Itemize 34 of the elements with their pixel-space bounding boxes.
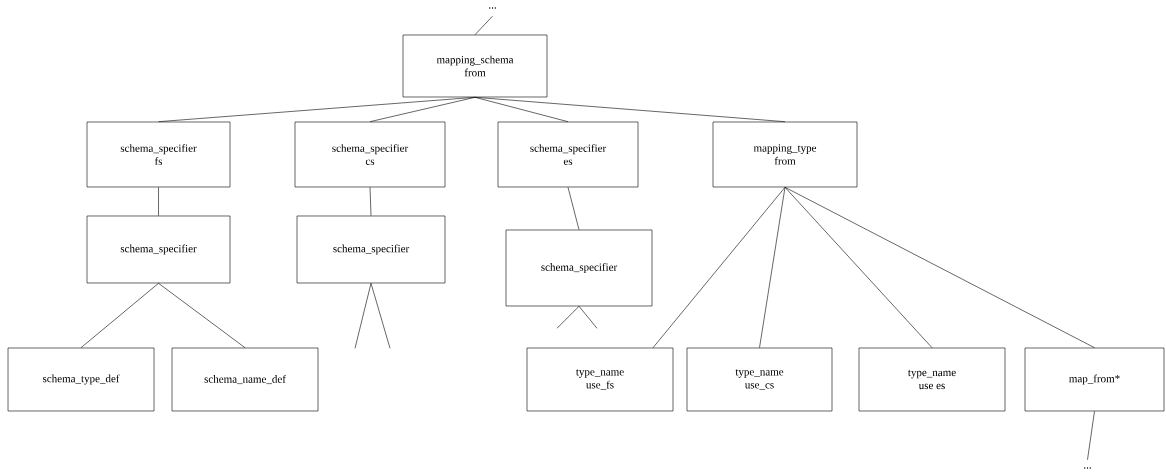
connector-line — [567, 187, 580, 230]
connector-line — [474, 97, 786, 122]
tree-node-box: mapping_type from — [712, 121, 858, 188]
connector-line — [158, 283, 246, 348]
connector-line — [784, 187, 933, 348]
connector-line — [474, 15, 493, 35]
connector-line — [759, 187, 786, 348]
tree-node-box: schema_specifier cs — [294, 121, 446, 188]
connector-line — [370, 283, 391, 349]
connector-line — [354, 283, 372, 349]
connector-line — [784, 187, 1095, 348]
ellipsis: ... — [1084, 467, 1091, 469]
tree-node-box: mapping_schema from — [402, 34, 548, 98]
connector-line — [652, 187, 786, 348]
ellipsis: ... — [489, 7, 496, 9]
tree-node-box: schema_specifier fs — [86, 121, 231, 188]
tree-node-box: map_from* — [1024, 347, 1165, 412]
tree-node-box: type_name use_cs — [686, 347, 833, 412]
tree-node-box: schema_type_def — [7, 347, 155, 412]
connector-line — [80, 283, 159, 348]
tree-node-box: schema_specifier — [505, 229, 653, 307]
connector-line — [474, 97, 569, 122]
tree-node-box: type_name use_fs — [526, 347, 674, 412]
tree-node-box: schema_name_def — [171, 347, 319, 412]
connector-line — [1087, 411, 1095, 461]
connector-line — [369, 187, 372, 216]
tree-node-box: schema_specifier — [296, 215, 446, 284]
connector-line — [556, 306, 580, 329]
connector-line — [158, 187, 159, 216]
connector-line — [369, 97, 476, 122]
connector-line — [578, 306, 598, 329]
tree-node-box: type_name use es — [858, 347, 1006, 412]
tree-node-box: schema_specifier es — [497, 121, 639, 188]
tree-node-box: schema_specifier — [86, 215, 231, 284]
